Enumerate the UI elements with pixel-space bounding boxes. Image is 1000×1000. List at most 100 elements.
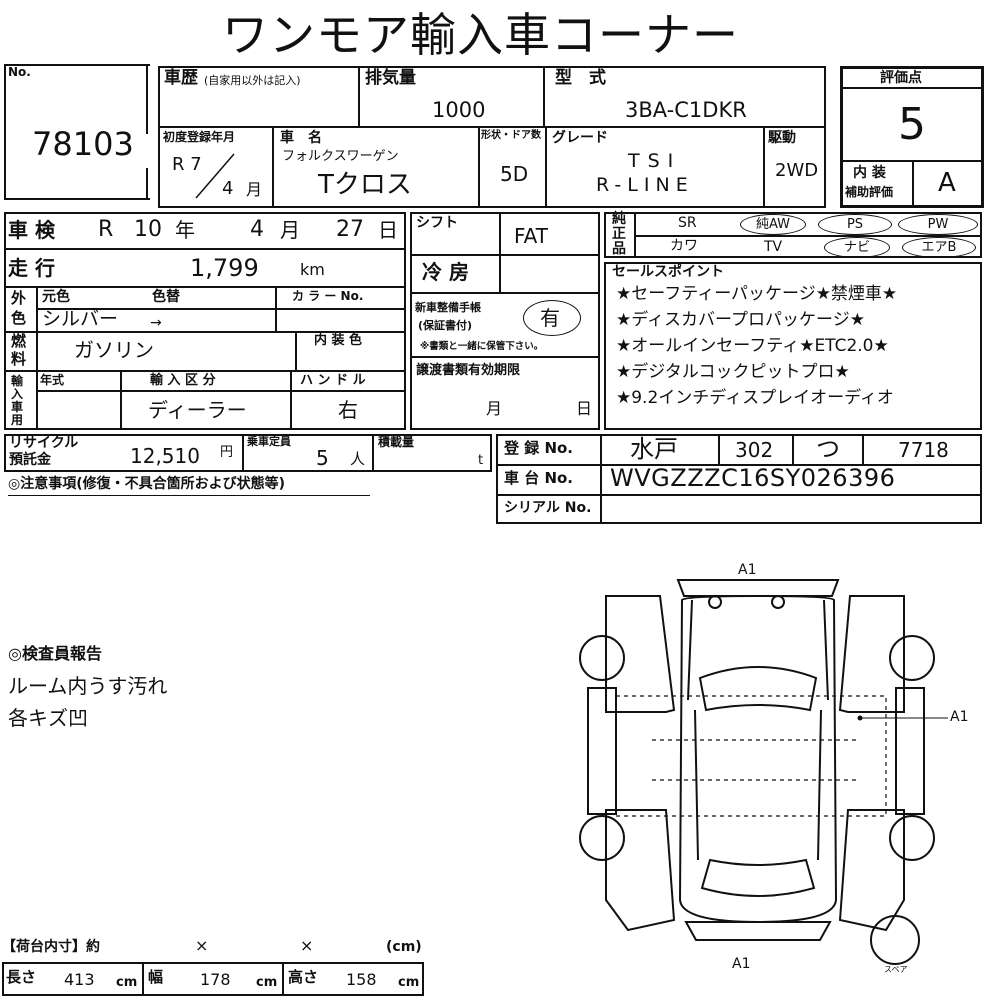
cargo-x2: × (300, 936, 314, 955)
height-label: 高さ (288, 968, 319, 986)
first-reg-label: 初度登録年月 (163, 130, 236, 144)
registration-class: 302 (735, 438, 774, 462)
recycle-grid (4, 434, 492, 472)
fuel-side-2: 料 (11, 350, 27, 368)
interior-label-1: 内 装 (853, 165, 886, 181)
sales-point-2: ★ディスカバープロパッケージ★ (616, 310, 865, 330)
inspection-month: 4 (250, 217, 264, 242)
inspection-era: R (98, 217, 114, 242)
spare-label: スペア (884, 965, 908, 974)
wheel-rear-left (579, 815, 625, 861)
length-unit: cm (116, 975, 138, 990)
windshield (698, 666, 818, 712)
dims-grid (2, 962, 424, 996)
inspector-line-2: 各キズ凹 (8, 706, 88, 730)
first-reg-slash (195, 153, 235, 199)
cargo-unit: (cm) (386, 939, 422, 955)
length-label: 長さ (6, 968, 37, 986)
handle-label: ハ ン ド ル (300, 373, 366, 388)
shift-value: FAT (514, 224, 549, 248)
interior-label-2: 補助評価 (845, 185, 894, 199)
sales-point-1: ★セーフティーパッケージ★禁煙車★ (616, 284, 898, 304)
car-body (678, 594, 838, 924)
registration-grid (496, 434, 982, 524)
cargo-label: 【荷台内寸】約 (2, 939, 100, 955)
vehicle-detail-grid (4, 212, 406, 430)
model-code-label: 型 式 (555, 68, 606, 88)
car-maker: フォルクスワーゲン (282, 149, 399, 164)
import-type-value: ディーラー (148, 398, 247, 422)
damage-front-mark: A1 (738, 562, 757, 578)
history-label: 車歴 (164, 68, 198, 88)
damage-rear-mark: A1 (732, 956, 751, 972)
interior-score: A (938, 168, 956, 198)
transfer-month-unit: 月 (486, 399, 503, 418)
rear-bumper (684, 921, 832, 941)
mileage-label: 走 行 (8, 256, 55, 280)
option-ps: PS (818, 214, 892, 235)
front-light-right (771, 595, 785, 609)
registration-kana: つ (816, 435, 840, 463)
shift-grid (410, 212, 600, 430)
registration-number: 7718 (898, 438, 949, 462)
interior-color-label: 内 装 色 (314, 333, 363, 348)
sales-points-box (604, 262, 982, 430)
capacity-unit: 人 (350, 450, 366, 468)
first-reg-month: 4 (222, 178, 234, 199)
capacity-label: 乗車定員 (247, 435, 291, 448)
first-reg-month-unit: 月 (246, 180, 263, 199)
height-value: 158 (346, 970, 377, 989)
inspection-month-unit: 月 (280, 218, 300, 242)
wheel-front-left (579, 635, 625, 681)
transfer-day-unit: 日 (576, 399, 593, 418)
grade-line1: TSI (628, 150, 682, 172)
import-side-3: 車 (11, 400, 24, 414)
lot-box-edge (146, 168, 148, 198)
option-tv: TV (764, 239, 783, 255)
orig-color-label: 元色 (42, 289, 70, 305)
page-title: ワンモア輸入車コーナー (222, 8, 739, 62)
mileage-unit: km (300, 260, 325, 279)
import-side-2: 入 (11, 387, 24, 401)
sales-points-label: セールスポイント (612, 264, 724, 280)
import-type-label: 輸 入 区 分 (150, 373, 216, 388)
option-pw: PW (898, 214, 978, 235)
chassis-label: 車 台 No. (504, 469, 574, 487)
interior-lines (652, 739, 860, 781)
width-label: 幅 (148, 968, 164, 986)
color-code-label: カ ラ ー No. (292, 289, 364, 303)
right-rear-door (838, 809, 905, 932)
change-color-label: 色替 (152, 289, 180, 305)
right-sill (895, 687, 925, 815)
drive-value: 2WD (775, 160, 819, 181)
recycle-unit: 円 (220, 445, 234, 460)
left-rear-door (605, 809, 676, 932)
sales-point-5: ★9.2インチディスプレイオーディオ (616, 388, 894, 408)
sales-point-4: ★デジタルコックピットプロ★ (616, 362, 850, 382)
options-side-3: 品 (612, 241, 626, 257)
fuel-side-1: 燃 (11, 332, 27, 350)
lot-number: 78103 (32, 125, 134, 163)
model-code-value: 3BA-C1DKR (625, 98, 747, 122)
car-name-label: 車 名 (280, 130, 322, 146)
grade-line2: R-LINE (596, 174, 694, 196)
option-sr: SR (678, 215, 697, 231)
score-label: 評価点 (880, 70, 922, 86)
warranty-label-1: 新車整備手帳 (415, 301, 481, 314)
damage-right-mark: A1 (950, 709, 969, 725)
hood-lines (687, 599, 829, 701)
color-side-1: 外 (11, 289, 27, 307)
wheel-rear-right (889, 815, 935, 861)
inspection-year: 10 (134, 217, 162, 242)
car-damage-diagram (579, 579, 948, 965)
color-value: シルバー (42, 308, 119, 330)
options-side-1: 純 (612, 211, 626, 227)
registration-label: 登 録 No. (504, 439, 574, 457)
wheel-front-right (889, 635, 935, 681)
model-year-label: 年式 (40, 373, 65, 387)
width-unit: cm (256, 975, 278, 990)
top-grid (158, 66, 826, 208)
displacement-value: 1000 (432, 98, 486, 122)
first-reg-year: R 7 (172, 154, 202, 175)
fuel-value: ガソリン (74, 338, 154, 362)
